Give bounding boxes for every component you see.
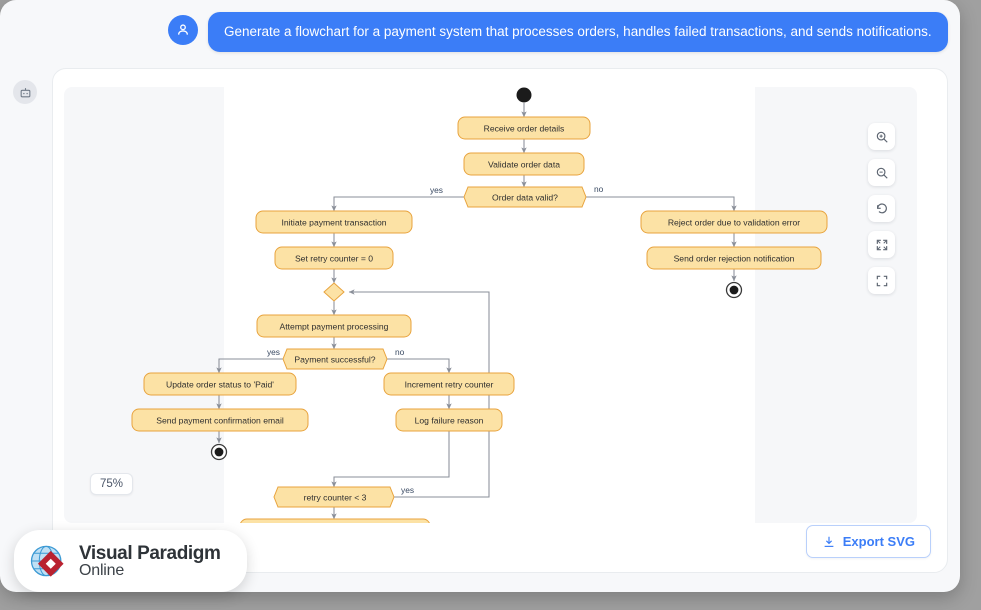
flow-node: Send payment confirmation email [131,408,309,432]
prompt-bubble: Generate a flowchart for a payment syste… [208,12,948,52]
edge-label: yes [267,347,280,357]
flow-node-label: Validate order data [488,160,560,170]
reset-button[interactable] [868,195,895,222]
flow-node: Attempt payment processing [256,314,412,338]
flow-node: Set retry counter = 0 [274,246,394,270]
flow-nodes: Receive order details Validate order dat… [131,116,828,523]
app-window: Generate a flowchart for a payment syste… [0,0,960,592]
flow-node: Log failure reason [395,408,503,432]
flow-node: Initiate payment transaction [255,210,413,234]
edge-label: no [594,184,604,194]
fullscreen-button[interactable] [868,267,895,294]
flow-node-label: Increment retry counter [405,380,494,390]
brand-badge: Visual Paradigm Online [14,530,247,592]
result-panel: Receive order details Validate order dat… [52,68,948,573]
flow-node-label: Attempt payment processing [280,322,389,332]
user-icon [178,24,188,35]
flow-node-label: Update order status to 'Paid' [166,380,274,390]
download-icon [824,536,834,547]
end-node [725,281,743,299]
flow-node-label: Set retry counter = 0 [295,254,373,264]
fit-screen-icon [876,239,887,250]
flow-node-label: Payment successful? [294,355,375,365]
flow-decision: retry counter < 3 [273,486,395,508]
bot-avatar [13,80,37,104]
edge-label: yes [430,185,443,195]
flow-node: Validate order data [463,152,585,176]
brand-name-primary: Visual Paradigm [79,542,221,564]
flow-node-label: Initiate payment transaction [281,218,386,228]
flow-node: Update order status to 'Paid' [143,372,297,396]
flow-node-label: Send order rejection notification [674,254,795,264]
flow-node-label: Log failure reason [415,416,484,426]
edge-label: no [395,347,405,357]
user-avatar [168,15,198,45]
canvas-toolbar [868,123,895,294]
reset-icon [876,202,887,213]
visual-paradigm-logo-icon [30,545,64,577]
zoom-in-icon [876,131,888,143]
brand-name-secondary: Online [79,561,125,579]
flow-node-label: Send payment confirmation email [156,416,284,426]
flow-node: Reject order due to validation error [640,210,828,234]
flow-node: Send order rejection notification [646,246,822,270]
edge-label: yes [401,485,414,495]
prompt-row: Generate a flowchart for a payment syste… [168,12,948,52]
flow-node-label: Reject order due to validation error [668,218,800,228]
zoom-out-icon [876,167,888,179]
flow-decision: Order data valid? [463,186,587,208]
diagram-canvas[interactable]: Receive order details Validate order dat… [64,87,917,523]
export-svg-button[interactable]: Export SVG [805,525,931,558]
zoom-level-badge[interactable]: 75% [90,473,134,495]
fit-screen-button[interactable] [868,231,895,258]
zoom-in-button[interactable] [868,123,895,150]
flow-node-label: Order data valid? [492,193,558,203]
fullscreen-icon [876,275,887,286]
merge-node [323,282,345,302]
flow-node-label: retry counter < 3 [304,493,367,503]
zoom-out-button[interactable] [868,159,895,186]
flow-node: Receive order details [457,116,591,140]
start-node [516,87,532,103]
flow-node-label: Receive order details [484,124,565,134]
flow-node: Increment retry counter [383,372,515,396]
flow-decision: Payment successful? [282,348,388,370]
export-svg-label: Export SVG [842,534,915,549]
flowchart-svg: Receive order details Validate order dat… [131,87,828,523]
flow-node: Update order status to 'Payment Failed' [240,518,430,523]
end-node [210,443,228,461]
